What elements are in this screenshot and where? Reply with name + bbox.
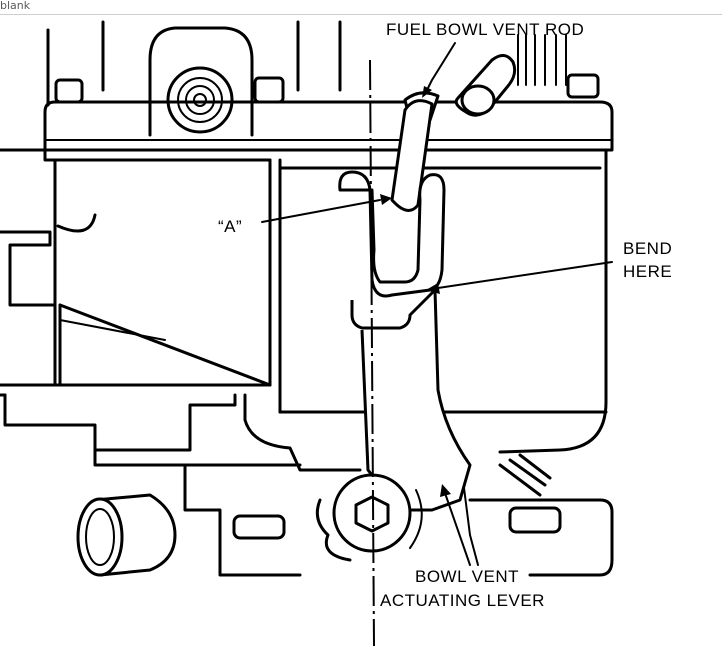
browser-tab-bar: blank [0,0,722,15]
center-line [369,59,375,646]
label-here: HERE [623,262,672,281]
top-flange [43,100,614,152]
threaded-fitting [148,26,254,137]
screw-heads [54,73,600,104]
carburetor-body [0,148,608,472]
inlet-tube [76,493,177,577]
label-bend: BEND [623,239,672,258]
label-a-marker: “A” [218,217,242,236]
label-bowl-vent: BOWL VENT [415,567,519,586]
leader-lines [261,42,613,566]
fuel-bowl-vent-rod [390,54,517,212]
label-actuating-lever: ACTUATING LEVER [380,591,545,610]
upper-frame [46,20,567,107]
bowl-vent-actuating-lever [315,170,472,562]
tab-title[interactable]: blank [0,0,31,12]
label-fuel-bowl-vent-rod: FUEL BOWL VENT ROD [386,20,584,39]
base-plate [183,453,614,577]
